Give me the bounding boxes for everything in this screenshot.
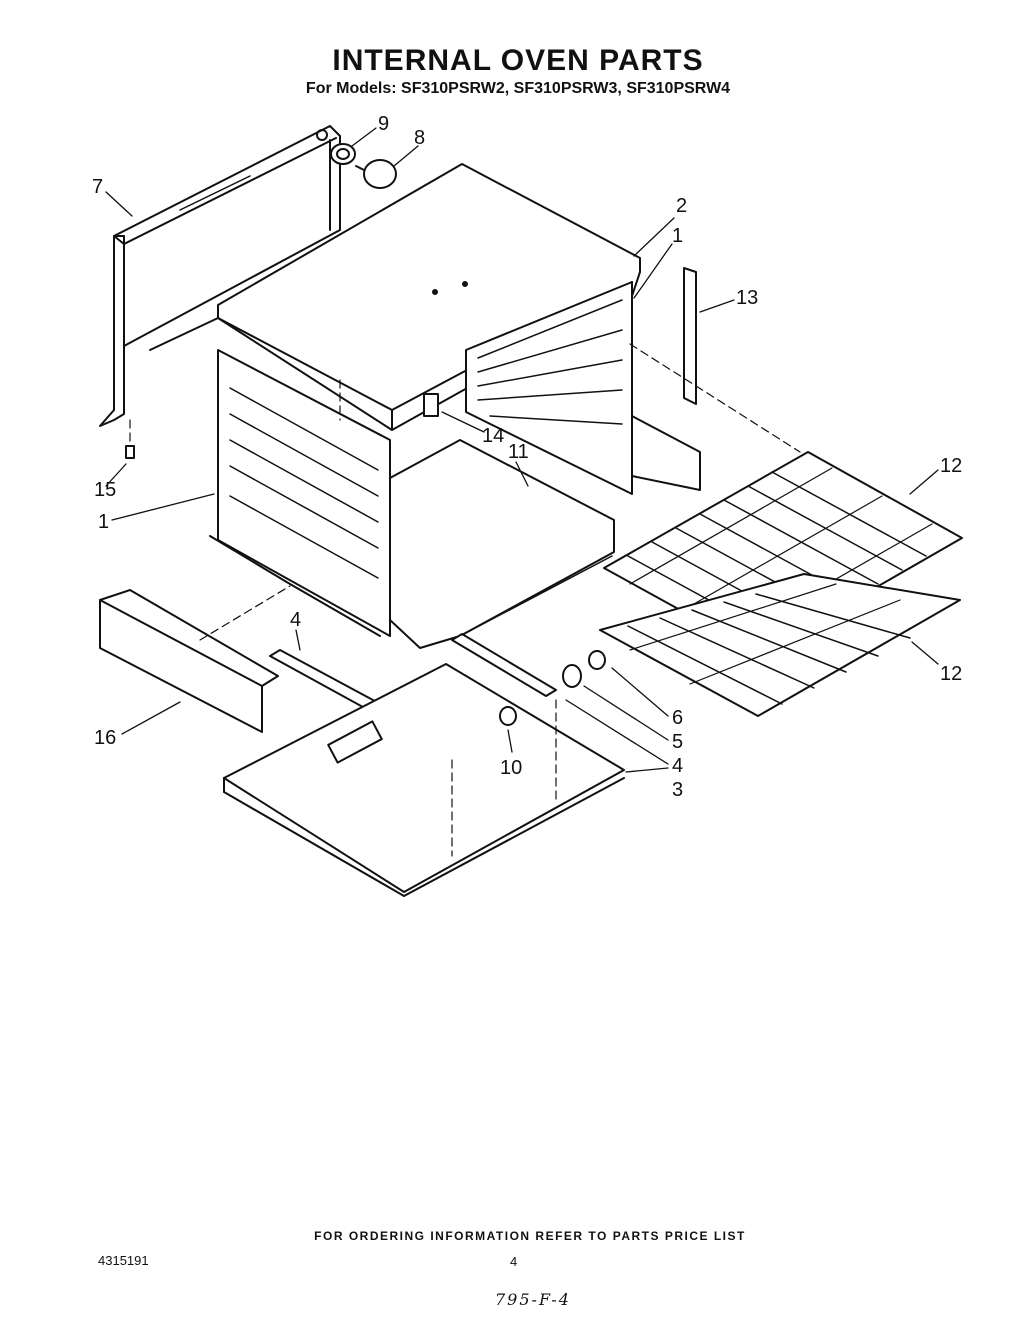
page-title: INTERNAL OVEN PARTS	[332, 44, 704, 77]
callout-15: 15	[94, 479, 116, 501]
callout-16: 16	[94, 727, 116, 749]
part-15-screw	[125, 445, 135, 459]
callout-1-left: 1	[98, 511, 109, 533]
callout-2: 2	[676, 195, 687, 217]
callout-13: 13	[736, 287, 758, 309]
part-9-lamp-socket	[330, 143, 356, 165]
callout-7: 7	[92, 176, 103, 198]
callout-3: 3	[672, 779, 683, 801]
callout-12-top: 12	[940, 455, 962, 477]
part-6-spud	[588, 650, 606, 670]
callout-12-bottom: 12	[940, 663, 962, 685]
callout-14: 14	[482, 425, 504, 447]
callout-4-bottom: 4	[290, 609, 301, 631]
callout-5: 5	[672, 731, 683, 753]
part-5-orifice-hood	[562, 664, 582, 688]
part-1-right-side-panel	[465, 281, 701, 495]
part-10-nut	[499, 706, 517, 726]
callout-4-right: 4	[672, 755, 683, 777]
part-8-light-bulb	[355, 159, 397, 189]
part-1-left-side-panel	[149, 317, 391, 637]
ordering-info-note: FOR ORDERING INFORMATION REFER TO PARTS …	[314, 1229, 746, 1243]
callout-11: 11	[508, 441, 529, 463]
part-14-clip	[423, 393, 439, 417]
callout-1-right: 1	[672, 225, 683, 247]
part-7-rear-panel	[99, 125, 341, 427]
callout-8: 8	[414, 127, 425, 149]
callout-6: 6	[672, 707, 683, 729]
part-12-lower-oven-rack	[599, 573, 961, 717]
part-13-side-strip	[683, 267, 697, 405]
handwritten-code: 795-F-4	[495, 1290, 571, 1309]
part-16-front-trim	[99, 589, 279, 733]
leader-lines	[105, 127, 939, 773]
part-3-bottom-tray	[223, 663, 625, 897]
callout-10: 10	[500, 757, 522, 779]
assembly-guide-lines	[129, 343, 801, 857]
page-number: 4	[510, 1254, 518, 1269]
document-number: 4315191	[98, 1253, 149, 1268]
part-11-oven-bottom	[389, 439, 615, 649]
models-subtitle: For Models: SF310PSRW2, SF310PSRW3, SF31…	[305, 80, 731, 97]
callout-9: 9	[378, 113, 389, 135]
